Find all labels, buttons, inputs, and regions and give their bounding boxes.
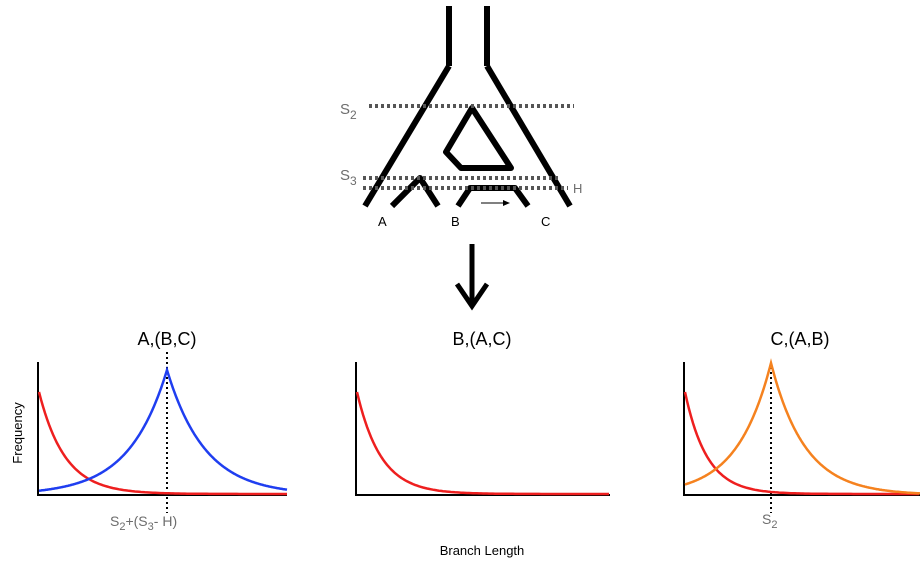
panel-c-ab: C,(A,B) S2 xyxy=(683,329,920,531)
red-decay-curve xyxy=(683,391,919,496)
x-tick-label: S2+(S3- H) xyxy=(110,513,177,533)
h-label: H xyxy=(573,181,582,196)
hybridization-arrowhead xyxy=(503,200,510,206)
panel-title: C,(A,B) xyxy=(770,329,829,349)
tip-label-a: A xyxy=(378,214,387,229)
x-axis-label: Branch Length xyxy=(440,543,525,558)
red-decay-curve xyxy=(37,391,287,496)
panel-title: A,(B,C) xyxy=(137,329,196,349)
s3-label: S3 xyxy=(340,167,357,188)
tip-label-b: B xyxy=(451,214,460,229)
plot-axes xyxy=(683,362,920,496)
red-decay-curve xyxy=(355,391,609,496)
s2-label: S2 xyxy=(340,101,357,122)
outer-branch-right xyxy=(484,64,573,208)
x-tick-label: S2 xyxy=(762,511,777,531)
panel-a-bc: A,(B,C) S2+(S3- H) xyxy=(37,329,288,533)
plot-axes xyxy=(355,362,610,496)
tip-label-c: C xyxy=(541,214,550,229)
panel-b-ac: B,(A,C) xyxy=(355,329,610,496)
inner-trapezoid xyxy=(455,185,531,208)
y-axis-label: Frequency xyxy=(10,402,25,464)
panel-title: B,(A,C) xyxy=(452,329,511,349)
blue-peak-curve xyxy=(38,365,288,492)
inner-branch-inverted-v xyxy=(389,175,441,209)
inner-triangle xyxy=(443,105,514,171)
down-arrow-icon xyxy=(454,244,490,311)
outer-branch-left xyxy=(362,64,452,208)
time-slices xyxy=(363,104,574,190)
orange-peak-curve xyxy=(684,358,920,495)
